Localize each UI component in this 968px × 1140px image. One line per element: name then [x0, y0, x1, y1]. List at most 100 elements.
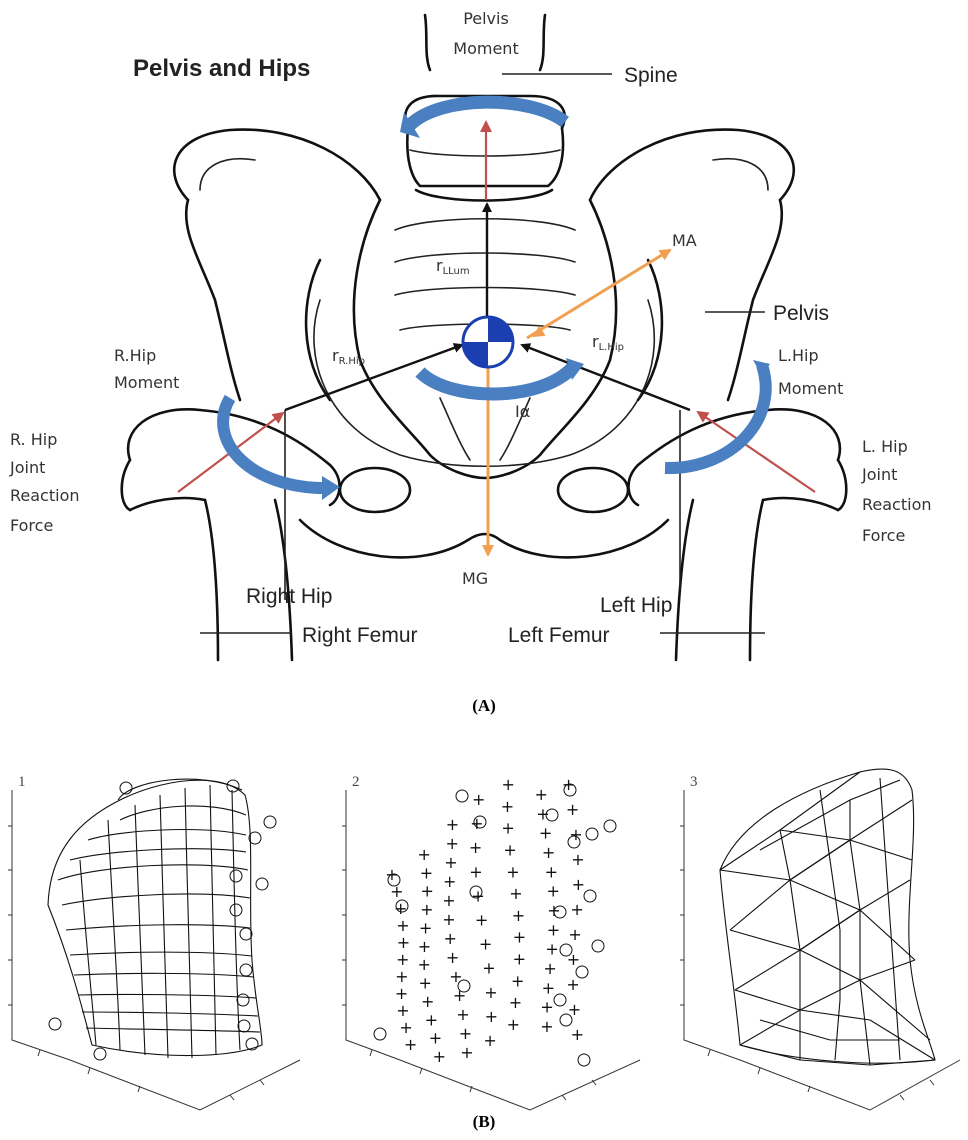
pubic-arch — [300, 520, 668, 557]
right-femur-label: Right Femur — [302, 624, 418, 647]
scatter-star-marker: + — [542, 978, 555, 997]
scatter-star-marker: + — [471, 886, 484, 905]
plot-2: 2 ++++++++++++++++++++++++++++++++++++++… — [342, 774, 640, 1110]
scatter-star-marker: + — [482, 959, 495, 978]
plot-3-label: 3 — [690, 774, 698, 790]
left-femur-drawing — [558, 409, 846, 660]
scatter-star-marker: + — [418, 974, 431, 993]
scatter-star-marker: + — [513, 928, 526, 947]
r-llum-label: rLLum — [436, 256, 470, 277]
scatter-star-marker: + — [536, 804, 549, 823]
l-hip-moment-label-line1: L.Hip — [778, 346, 819, 365]
scatter-star-marker: + — [567, 950, 580, 969]
scatter-star-marker: + — [547, 920, 560, 939]
r-jrf-label-line1: R. Hip — [10, 430, 57, 449]
scatter-star-marker: + — [539, 824, 552, 843]
scatter-star-marker: + — [534, 785, 547, 804]
r-rhip-label: rR.Hip — [332, 346, 365, 367]
plot-1: 1 — [8, 774, 300, 1110]
scatter-star-marker: + — [507, 1015, 520, 1034]
scatter-star-marker: + — [511, 971, 524, 990]
scatter-star-marker: + — [479, 935, 492, 954]
mg-label: MG — [462, 569, 488, 588]
scatter-star-marker: + — [429, 1029, 442, 1048]
scatter-star-marker: + — [512, 906, 525, 925]
scatter-star-marker: + — [572, 875, 585, 894]
scatter-star-marker: + — [475, 911, 488, 930]
scatter-star-marker: + — [540, 1017, 553, 1036]
plot-1-label: 1 — [18, 774, 26, 790]
ialpha-arc — [420, 368, 572, 394]
scatter-star-marker: + — [421, 992, 434, 1011]
pelvis-label: Pelvis — [773, 302, 829, 325]
scatter-star-marker: + — [501, 819, 514, 838]
scatter-star-marker: + — [443, 872, 456, 891]
scatter-star-marker: + — [513, 950, 526, 969]
scatter-star-marker: + — [506, 862, 519, 881]
left-hip-label: Left Hip — [600, 594, 672, 617]
scatter-star-marker: + — [418, 937, 431, 956]
r-hip-moment-arc — [223, 398, 330, 488]
scatter-star-marker: + — [442, 910, 455, 929]
scatter-star-marker: + — [483, 1031, 496, 1050]
scatter-star-marker: + — [404, 1035, 417, 1054]
panel-b: 1 — [8, 769, 960, 1131]
plot-1-markers — [49, 780, 276, 1060]
scatter-star-marker: + — [503, 841, 516, 860]
scatter-star-marker: + — [472, 790, 485, 809]
ma-label: MA — [672, 231, 697, 250]
scatter-star-marker: + — [469, 862, 482, 881]
scatter-star-marker: + — [469, 838, 482, 857]
scatter-star-marker: + — [566, 800, 579, 819]
scatter-star-marker: + — [446, 948, 459, 967]
scatter-star-marker: + — [543, 959, 556, 978]
scatter-star-marker: + — [442, 891, 455, 910]
l-jrf-label-line3: Reaction — [862, 495, 932, 514]
scatter-star-marker: + — [417, 955, 430, 974]
scatter-star-marker: + — [420, 863, 433, 882]
scatter-star-marker: + — [501, 775, 514, 794]
scatter-star-marker: + — [509, 993, 522, 1012]
scatter-star-marker: + — [460, 1043, 473, 1062]
scatter-star-marker: + — [443, 929, 456, 948]
scatter-star-marker: + — [484, 983, 497, 1002]
plot-1-axes — [12, 790, 300, 1110]
panel-b-caption: (B) — [473, 1112, 496, 1131]
l-hip-moment-label-line2: Moment — [778, 379, 843, 398]
plot-2-label: 2 — [352, 774, 360, 790]
scatter-star-marker: + — [419, 919, 432, 938]
scatter-star-marker: + — [433, 1047, 446, 1066]
scatter-star-marker: + — [568, 925, 581, 944]
r-jrf-label-line3: Reaction — [10, 486, 80, 505]
scatter-star-marker: + — [420, 882, 433, 901]
l-jrf-label-line1: L. Hip — [862, 437, 908, 456]
r-hip-moment-label-line2: Moment — [114, 373, 179, 392]
r-hip-moment-label-line1: R.Hip — [114, 346, 156, 365]
right-femur-drawing — [122, 409, 410, 660]
pelvis-moment-label-line1: Pelvis — [463, 9, 509, 28]
scatter-star-marker: + — [501, 797, 514, 816]
scatter-star-marker: + — [509, 884, 522, 903]
left-ilium-drawing — [590, 130, 794, 400]
left-femur-label: Left Femur — [508, 624, 610, 647]
plot-3: 3 — [680, 769, 960, 1110]
scatter-star-marker: + — [417, 845, 430, 864]
scatter-star-marker: + — [446, 815, 459, 834]
pelvis-moment-label-line2: Moment — [453, 39, 518, 58]
panel-a: Pelvis and Hips Pelvis Moment Spine MA r… — [9, 9, 932, 715]
scatter-star-marker: + — [545, 940, 558, 959]
plot-3-mesh — [720, 769, 935, 1065]
scatter-star-marker: + — [545, 862, 558, 881]
scatter-star-marker: + — [569, 825, 582, 844]
l-jrf-label-line4: Force — [862, 526, 905, 545]
scatter-star-marker: + — [568, 1000, 581, 1019]
panel-a-caption: (A) — [472, 696, 496, 715]
ma-arrow — [527, 250, 670, 338]
scatter-star-marker: + — [570, 900, 583, 919]
spine-label: Spine — [624, 64, 678, 87]
r-lhip-label: rL.Hip — [592, 332, 624, 353]
ialpha-label: Iα — [515, 402, 530, 421]
scatter-star-marker: + — [571, 1025, 584, 1044]
scatter-star-marker: + — [571, 850, 584, 869]
